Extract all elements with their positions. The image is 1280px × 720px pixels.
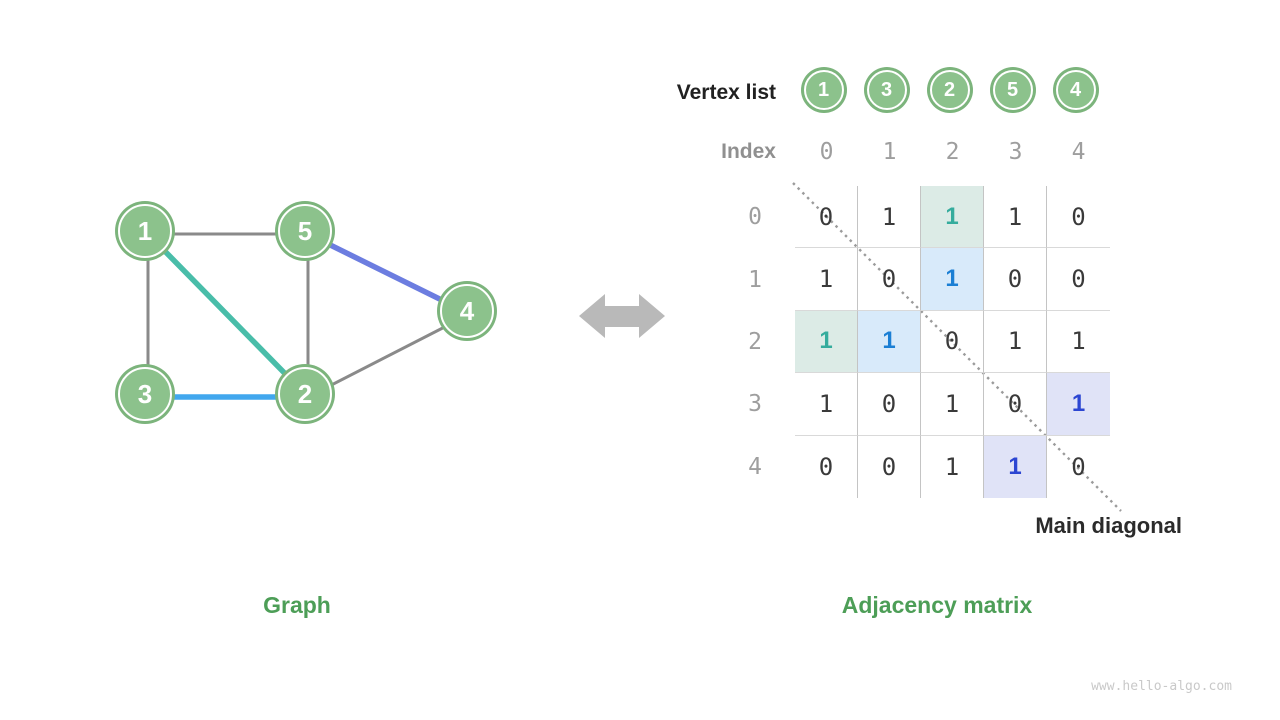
matrix-cell-3-4: 1 xyxy=(1047,373,1110,436)
row-index-1: 1 xyxy=(748,266,762,293)
column-index-4: 4 xyxy=(1071,139,1086,165)
graph-node-3: 3 xyxy=(118,367,172,421)
matrix-cell-1-4: 0 xyxy=(1047,248,1110,311)
matrix-cell-0-1: 1 xyxy=(858,186,921,249)
vertex-list-node-5: 5 xyxy=(992,70,1033,110)
main-diagonal-label: Main diagonal xyxy=(1035,513,1182,538)
row-index-3: 3 xyxy=(748,391,762,418)
graph-edge-2-4 xyxy=(307,312,471,399)
matrix-cell-2-3: 1 xyxy=(984,310,1047,374)
matrix-caption: Adjacency matrix xyxy=(841,592,1033,618)
graph-node-5: 5 xyxy=(278,204,332,258)
matrix-cell-1-1: 0 xyxy=(858,248,921,311)
matrix-cell-2-1: 1 xyxy=(858,310,921,374)
graph-edge-1-2 xyxy=(146,232,310,399)
matrix-cell-4-4: 0 xyxy=(1071,452,1086,481)
matrix-cell-4-3: 1 xyxy=(984,435,1047,498)
matrix-cell-2-2: 0 xyxy=(921,310,984,374)
row-index-4: 4 xyxy=(748,453,762,480)
matrix-cell-3-2: 1 xyxy=(921,373,984,436)
column-index-2: 2 xyxy=(945,139,960,165)
matrix-cell-2-4: 1 xyxy=(1047,311,1110,374)
matrix-cell-0-0: 0 xyxy=(795,186,858,249)
matrix-cell-1-3: 0 xyxy=(984,248,1047,311)
graph-node-1: 1 xyxy=(118,204,172,258)
graph-node-2: 2 xyxy=(278,367,332,421)
matrix-cell-4-0: 0 xyxy=(795,435,858,498)
vertex-list-node-4: 4 xyxy=(1055,70,1096,110)
vertex-list-node-2: 2 xyxy=(929,70,970,110)
matrix-cell-4-1: 0 xyxy=(858,435,921,498)
matrix-cell-0-4: 0 xyxy=(1047,186,1110,249)
vertex-list-label: Vertex list xyxy=(676,81,776,104)
matrix-cell-0-2: 1 xyxy=(921,186,984,249)
row-index-2: 2 xyxy=(748,329,762,355)
matrix-cell-3-3: 0 xyxy=(984,373,1047,436)
matrix-cell-2-0: 1 xyxy=(795,310,858,374)
double-arrow-icon xyxy=(579,294,665,338)
matrix-cell-1-0: 1 xyxy=(795,248,858,311)
graph-edge-layer xyxy=(146,231,472,400)
graph-node-4: 4 xyxy=(440,284,494,338)
column-index-0: 0 xyxy=(819,139,834,165)
matrix-cell-3-1: 0 xyxy=(858,373,921,436)
matrix-cell-0-3: 1 xyxy=(984,186,1047,249)
matrix-cell-4-2: 1 xyxy=(921,435,984,498)
index-label: Index xyxy=(721,140,776,163)
matrix-cell-3-0: 1 xyxy=(795,373,858,436)
column-index-1: 1 xyxy=(882,139,897,165)
row-index-0: 0 xyxy=(748,204,762,231)
vertex-list-node-1: 1 xyxy=(803,70,844,110)
watermark: www.hello-algo.com xyxy=(1091,679,1232,694)
matrix-cell-1-2: 1 xyxy=(921,248,984,311)
column-index-3: 3 xyxy=(1008,139,1023,165)
graph-caption: Graph xyxy=(263,592,331,618)
vertex-list-node-3: 3 xyxy=(866,70,907,110)
